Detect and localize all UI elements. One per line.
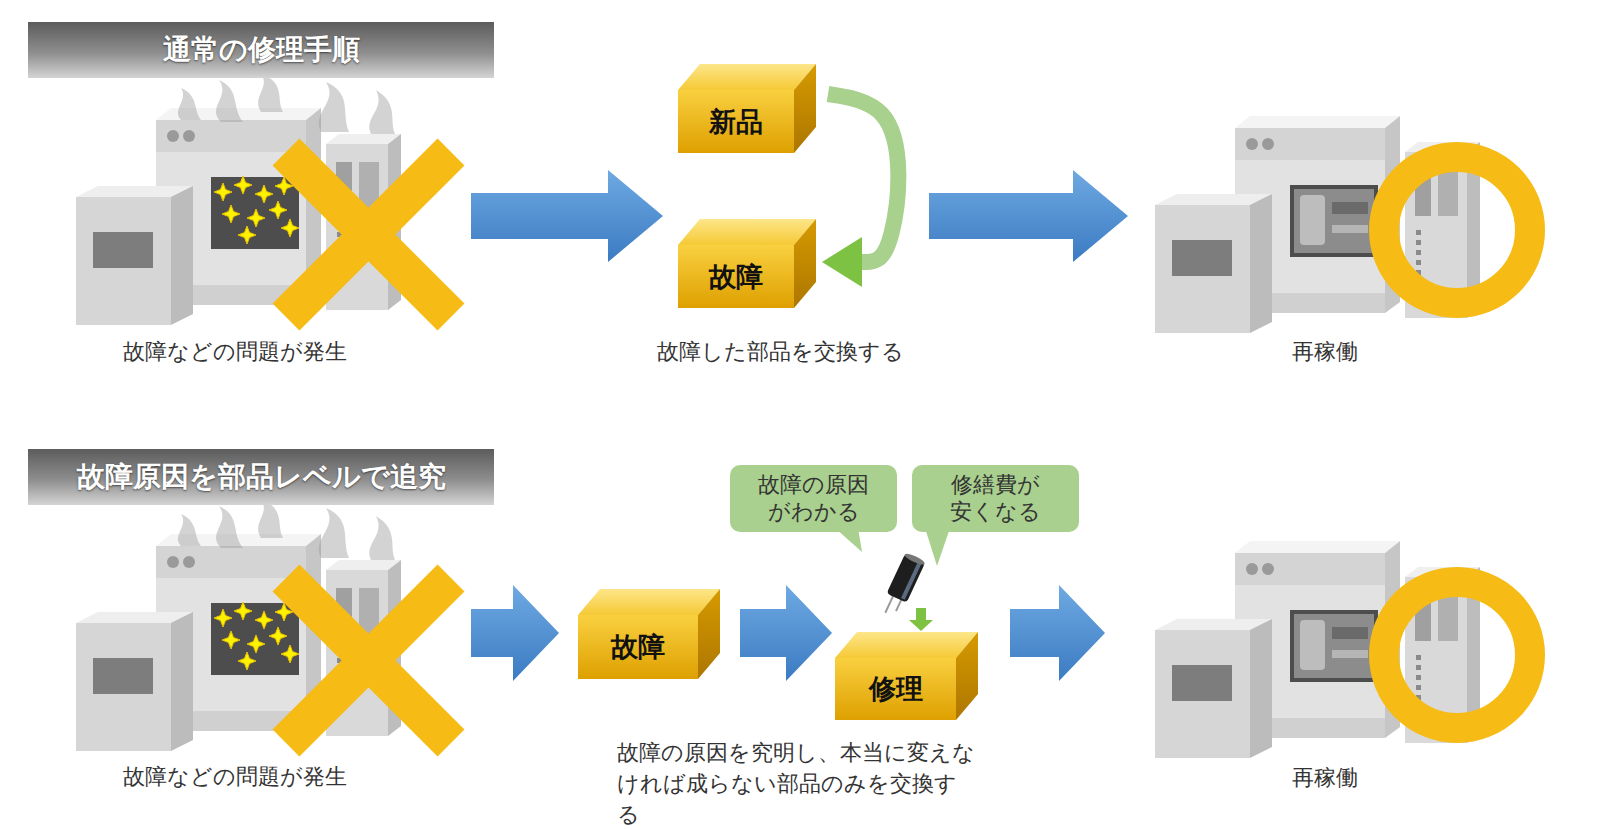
circle-mark xyxy=(1384,582,1530,728)
flow-arrow xyxy=(740,585,832,681)
part-label: 新品 xyxy=(709,104,763,140)
part-block: 故障 xyxy=(678,245,816,308)
broken-machine xyxy=(76,500,451,751)
smoke xyxy=(178,500,395,560)
block-side xyxy=(794,64,816,153)
section-title: 故障原因を部品レベルで追究 xyxy=(77,458,446,496)
arrow-shape xyxy=(471,170,663,262)
part-block: 故障 xyxy=(578,615,720,679)
smoke xyxy=(178,74,395,134)
arrow-shape xyxy=(929,170,1128,262)
block-top xyxy=(578,589,720,615)
block-front xyxy=(835,658,956,720)
machine-interior xyxy=(1294,189,1374,253)
machine-node: 故障などの問題が発生 xyxy=(71,82,471,372)
arrow-shape xyxy=(471,585,559,681)
swap-arrow xyxy=(822,94,898,287)
section-title: 通常の修理手順 xyxy=(163,31,360,69)
flow-arrow xyxy=(471,170,663,262)
block-front xyxy=(678,90,794,153)
step-caption: 故障などの問題が発生 xyxy=(123,762,347,792)
callout-tail xyxy=(925,528,950,566)
callout-bubble: 修繕費が 安くなる xyxy=(912,465,1079,532)
part-label: 故障 xyxy=(709,259,763,295)
flow-arrow xyxy=(929,170,1128,262)
arrow-head xyxy=(822,237,862,287)
block-top xyxy=(678,219,816,245)
cross-mark xyxy=(286,578,451,743)
cross-mark xyxy=(286,152,451,317)
section-heading: 故障原因を部品レベルで追究 xyxy=(28,449,494,505)
sparks xyxy=(214,176,299,244)
part-label: 修理 xyxy=(869,671,923,707)
note-box: 故障の原因を究明し、本当に変えなければ成らない部品のみを交換する xyxy=(617,738,977,830)
working-machine xyxy=(1155,541,1530,758)
circle-mark xyxy=(1384,157,1530,303)
section-heading: 通常の修理手順 xyxy=(28,22,494,78)
machine-node: 再稼働 xyxy=(1128,97,1548,372)
step-caption: 故障した部品を交換する xyxy=(657,337,904,367)
block-side xyxy=(956,632,978,720)
flow-arrow xyxy=(471,585,559,681)
block-top xyxy=(835,632,978,658)
part-label: 故障 xyxy=(611,629,665,665)
machine-node: 再稼働 xyxy=(1105,522,1550,797)
replace-step: 新品故障故障した部品を交換する xyxy=(663,55,929,365)
curve-line xyxy=(828,94,898,262)
block-top xyxy=(678,64,816,90)
block-side xyxy=(698,589,720,679)
insert-arrow xyxy=(916,608,926,621)
callout-bubble: 故障の原因 がわかる xyxy=(730,465,897,532)
cross-mark xyxy=(286,152,451,317)
block-front xyxy=(578,615,698,679)
part-block: 新品 xyxy=(678,90,816,153)
insert-arrow xyxy=(909,620,933,631)
arrow-shape xyxy=(740,585,832,681)
step-caption: 再稼働 xyxy=(1292,763,1358,793)
callout-text: 修繕費が 安くなる xyxy=(922,472,1069,525)
step-caption: 故障などの問題が発生 xyxy=(123,337,347,367)
step-caption: 再稼働 xyxy=(1292,337,1358,367)
arrow-shape xyxy=(1010,585,1105,681)
working-machine xyxy=(1155,116,1530,333)
step-note: 故障の原因を究明し、本当に変えなければ成らない部品のみを交換する xyxy=(617,738,977,830)
machine-node: 故障などの問題が発生 xyxy=(71,508,471,798)
part-block: 修理 xyxy=(835,658,978,720)
broken-machine xyxy=(76,74,451,325)
block-side xyxy=(794,219,816,308)
sparks xyxy=(214,602,299,670)
callout-text: 故障の原因 がわかる xyxy=(740,472,887,525)
machine-interior xyxy=(1294,614,1374,678)
cross-mark xyxy=(286,578,451,743)
flow-arrow xyxy=(1010,585,1105,681)
block-front xyxy=(678,245,794,308)
